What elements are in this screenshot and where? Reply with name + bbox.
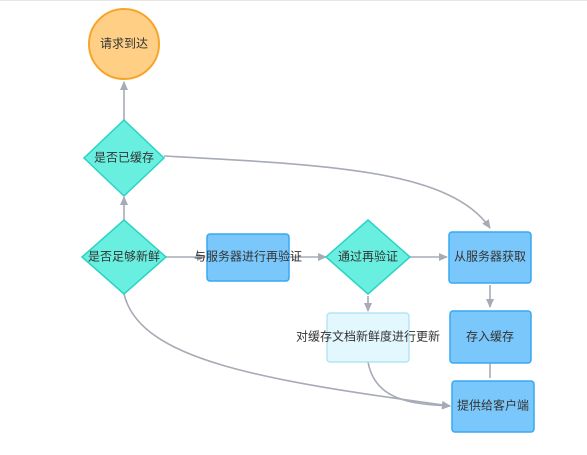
- node-store-cache-label: 存入缓存: [466, 330, 514, 344]
- node-serve-client: 提供给客户端: [451, 380, 535, 433]
- node-request-arrives-label: 请求到达: [100, 37, 148, 51]
- node-store-cache: 存入缓存: [449, 310, 532, 364]
- edge-fresh-to-serve: [123, 293, 451, 409]
- edge-update-to-serve: [367, 361, 451, 410]
- node-request-arrives: 请求到达: [88, 8, 160, 80]
- node-pass-revalidation: 通过再验证: [324, 219, 412, 295]
- node-is-fresh: 是否足够新鲜: [80, 219, 168, 295]
- node-update-freshness-label: 对缓存文档新鲜度进行更新: [296, 329, 440, 344]
- edges: [120, 81, 494, 410]
- node-is-fresh-label: 是否足够新鲜: [88, 249, 160, 264]
- node-revalidate-label: 与服务器进行再验证: [194, 249, 302, 264]
- node-update-freshness: 对缓存文档新鲜度进行更新: [296, 312, 440, 363]
- top-border: [0, 0, 587, 1]
- node-is-cached-label: 是否已缓存: [94, 151, 154, 165]
- node-serve-client-label: 提供给客户端: [457, 398, 529, 413]
- node-revalidate: 与服务器进行再验证: [194, 233, 302, 282]
- node-fetch-from-server: 从服务器获取: [448, 231, 532, 284]
- node-is-cached: 是否已缓存: [82, 118, 166, 198]
- node-pass-revalidation-label: 通过再验证: [338, 249, 398, 264]
- node-fetch-from-server-label: 从服务器获取: [454, 249, 526, 264]
- edge-cached-to-fetch: [163, 155, 491, 229]
